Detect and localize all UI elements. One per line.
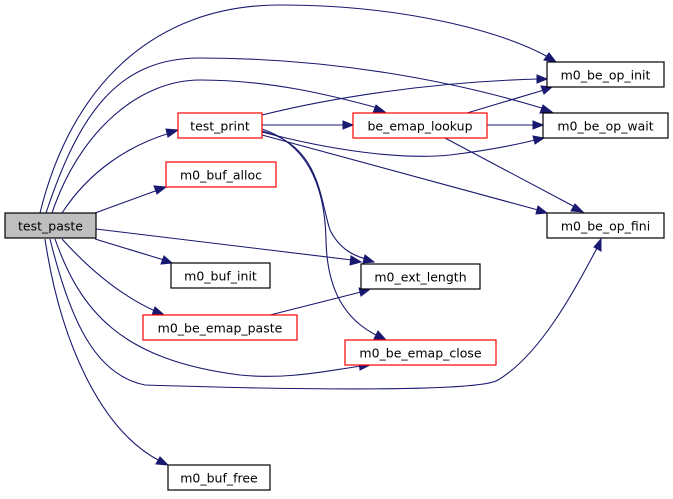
edge-be_emap_lookup-m0_be_op_init	[466, 89, 545, 114]
arrowhead-icon	[373, 330, 388, 341]
arrowhead-icon	[570, 203, 585, 213]
edge-test_paste-m0_be_emap_paste	[61, 238, 156, 312]
edge-test_print-m0_be_op_init	[261, 78, 539, 116]
node-m0_be_op_fini[interactable]: m0_be_op_fini	[546, 212, 665, 239]
edges-layer	[39, 4, 602, 466]
arrowhead-icon	[532, 135, 546, 145]
edge-test_paste-be_emap_lookup	[51, 79, 379, 214]
node-m0_buf_init[interactable]: m0_buf_init	[170, 262, 271, 289]
node-be_emap_lookup[interactable]: be_emap_lookup	[352, 112, 488, 139]
arrowhead-icon	[362, 254, 376, 264]
edge-test_paste-m0_buf_init	[94, 238, 165, 261]
nodes-layer: test_paste test_print m0_buf_alloc m0_bu…	[4, 61, 669, 491]
node-m0_ext_length[interactable]: m0_ext_length	[360, 263, 481, 290]
edge-test_print-m0_be_emap_close	[261, 128, 379, 337]
edge-test_paste-m0_be_op_init	[39, 4, 551, 214]
node-label: m0_buf_alloc	[180, 168, 262, 183]
node-label: be_emap_lookup	[367, 119, 472, 134]
node-test_paste[interactable]: test_paste	[4, 212, 97, 239]
edge-m0_be_emap_paste-m0_ext_length	[269, 291, 362, 316]
arrowhead-icon	[153, 185, 168, 195]
arrowhead-icon	[151, 306, 165, 316]
edge-test_paste-m0_be_op_wait	[45, 57, 546, 214]
arrowhead-icon	[155, 456, 170, 466]
edge-be_emap_lookup-m0_be_op_fini	[444, 137, 576, 208]
node-m0_be_emap_close[interactable]: m0_be_emap_close	[344, 339, 497, 366]
edge-test_paste-test_print	[61, 132, 171, 214]
arrowhead-icon	[593, 237, 602, 252]
edge-test_print-m0_ext_length	[261, 130, 367, 260]
edge-test_paste-m0_be_emap_close	[54, 238, 363, 377]
arrowhead-icon	[543, 52, 558, 63]
node-m0_be_op_init[interactable]: m0_be_op_init	[546, 61, 665, 88]
node-label: m0_be_op_fini	[561, 219, 650, 234]
node-m0_be_emap_paste[interactable]: m0_be_emap_paste	[142, 314, 298, 341]
node-label: m0_be_emap_close	[359, 346, 481, 361]
edge-test_print-m0_be_op_wait	[261, 131, 536, 157]
node-label: m0_buf_free	[180, 471, 258, 486]
arrowhead-icon	[532, 120, 545, 130]
node-test_print[interactable]: test_print	[177, 112, 263, 139]
node-m0_be_op_wait[interactable]: m0_be_op_wait	[542, 112, 669, 139]
node-m0_buf_free[interactable]: m0_buf_free	[167, 464, 271, 491]
node-label: m0_buf_init	[184, 269, 257, 284]
arrowhead-icon	[536, 74, 549, 84]
arrowhead-icon	[160, 255, 174, 265]
node-label: m0_be_op_wait	[557, 119, 653, 134]
arrowhead-icon	[535, 205, 549, 215]
node-label: test_print	[190, 119, 250, 134]
node-label: m0_be_emap_paste	[158, 321, 283, 336]
node-label: m0_ext_length	[374, 270, 466, 285]
arrowhead-icon	[349, 255, 363, 266]
edge-test_print-m0_be_op_fini	[261, 134, 539, 211]
edge-test_paste-m0_buf_alloc	[94, 189, 159, 214]
node-m0_buf_alloc[interactable]: m0_buf_alloc	[165, 161, 277, 188]
edge-test_paste-m0_buf_free	[44, 238, 161, 462]
arrowhead-icon	[372, 104, 387, 114]
node-label: test_paste	[18, 219, 83, 234]
arrowhead-icon	[342, 120, 355, 130]
edge-test_paste-m0_be_op_fini	[49, 238, 598, 390]
arrowhead-icon	[539, 104, 554, 114]
node-label: m0_be_op_init	[561, 68, 651, 83]
arrowhead-icon	[165, 128, 180, 138]
edge-test_paste-m0_ext_length	[95, 228, 353, 261]
